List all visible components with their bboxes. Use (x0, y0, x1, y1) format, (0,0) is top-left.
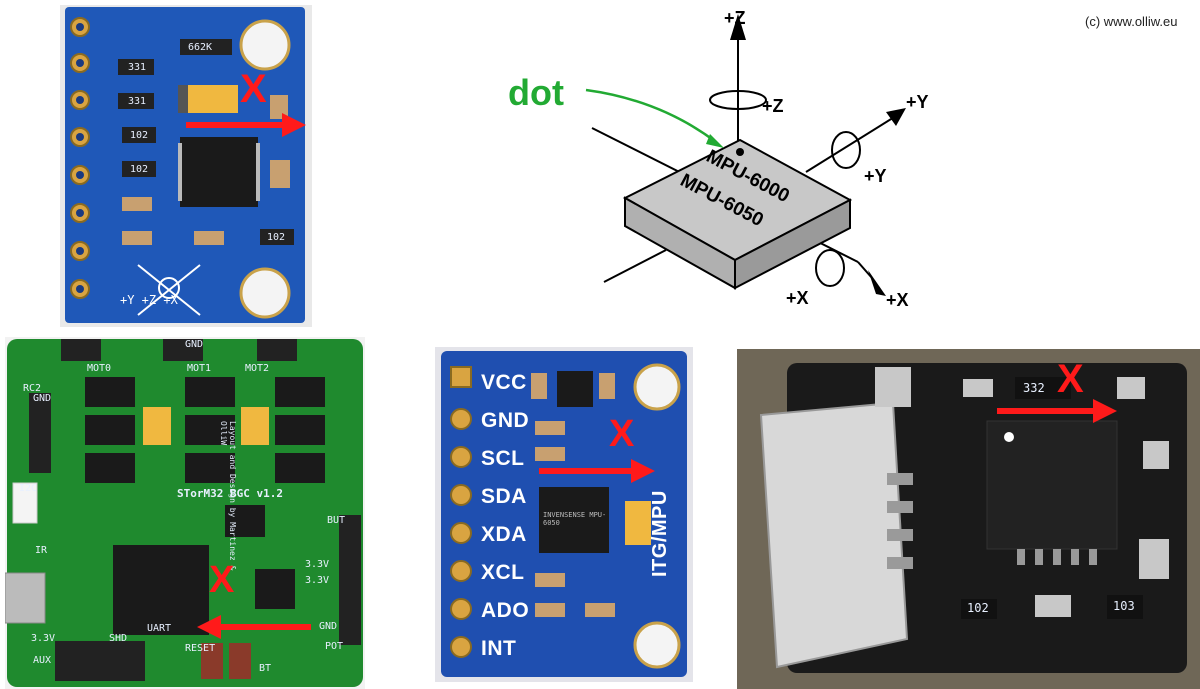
itg-mpu-board-drawing (441, 351, 687, 677)
board-label: AUX (33, 655, 52, 666)
rotation-x-label: +X (786, 288, 809, 308)
board-label: I2C (19, 483, 38, 494)
board-label: MOT0 (87, 363, 112, 374)
board-label: SHD (109, 633, 128, 644)
board-label: 3.3V (305, 559, 330, 570)
resistor-label: 331 (128, 96, 147, 107)
pin-label-sda: SDA (481, 485, 527, 508)
pin-label-xda: XDA (481, 523, 527, 546)
axis-diagram-svg (585, 14, 906, 296)
board-label: UART (147, 623, 172, 634)
photo-small-black-board: 332 102 103 X (737, 349, 1200, 689)
axis-z-label: +Z (724, 8, 746, 28)
x-axis-marker: X (609, 413, 635, 455)
resistor-label: 102 (130, 130, 149, 141)
board-label: 3.3V (31, 633, 56, 644)
dot-label: dot (508, 72, 564, 113)
board-label: POT (325, 641, 344, 652)
board-label: RC2 (23, 383, 42, 394)
pin-label-scl: SCL (481, 447, 525, 470)
mpu-axis-diagram: dot MPU-6000 MPU-6050 +Z +Z +Y +Y +X +X (480, 0, 960, 320)
small-board-drawing (759, 363, 1187, 673)
pin-label-xcl: XCL (481, 561, 525, 584)
photo-itg-mpu-board: VCC GND SCL SDA XDA XCL ADO INT ITG/MPU … (435, 347, 693, 682)
rotation-y-label: +Y (864, 166, 887, 186)
rotation-z-label: +Z (762, 96, 784, 116)
pin-label-gnd: GND (481, 409, 530, 432)
resistor-label: 103 (1113, 599, 1135, 613)
board-label: BUT (327, 515, 346, 526)
x-axis-marker: X (209, 559, 235, 601)
board-label: RESET (185, 643, 216, 654)
x-axis-marker: X (1057, 357, 1084, 401)
resistor-label: 102 (967, 601, 989, 615)
axis-y-label: +Y (906, 92, 929, 112)
pin-label-int: INT (481, 637, 517, 660)
x-axis-marker: X (240, 67, 267, 111)
photo-storm32-board: MOT0 MOT1 MOT2 I2C IR 3.3V UART SHD RESE… (5, 337, 365, 689)
board-label: IR (35, 545, 48, 556)
board-side-label: ITG/MPU (649, 490, 671, 577)
photo-gy521-board: 331 331 102 102 102 662K +Y +Z +X X (60, 5, 312, 327)
resistor-label: 102 (267, 232, 286, 243)
board-label: GND (319, 621, 338, 632)
pin-label-ado: ADO (481, 599, 530, 622)
resistor-label: 102 (130, 164, 149, 175)
gy521-board-drawing (65, 7, 306, 323)
board-title: STorM32 BGC v1.2 (177, 487, 283, 500)
resistor-label: 331 (128, 62, 147, 73)
board-label: GND (33, 393, 52, 404)
pin-label-vcc: VCC (481, 371, 527, 394)
copyright-text: (c) www.olliw.eu (1085, 14, 1178, 29)
chip-label: 662K (188, 42, 213, 53)
board-label: BT (259, 663, 272, 674)
storm32-board-drawing (5, 339, 363, 687)
board-axis-label: +Y +Z +X (120, 293, 178, 307)
board-label: MOT2 (245, 363, 270, 374)
board-label: MOT1 (187, 363, 212, 374)
board-label: GND (185, 339, 204, 350)
board-label: 3.3V (305, 575, 330, 586)
axis-x-label: +X (886, 290, 909, 310)
chip-marking: INVENSENSE MPU-6050 (543, 511, 607, 527)
resistor-label: 332 (1023, 381, 1045, 395)
